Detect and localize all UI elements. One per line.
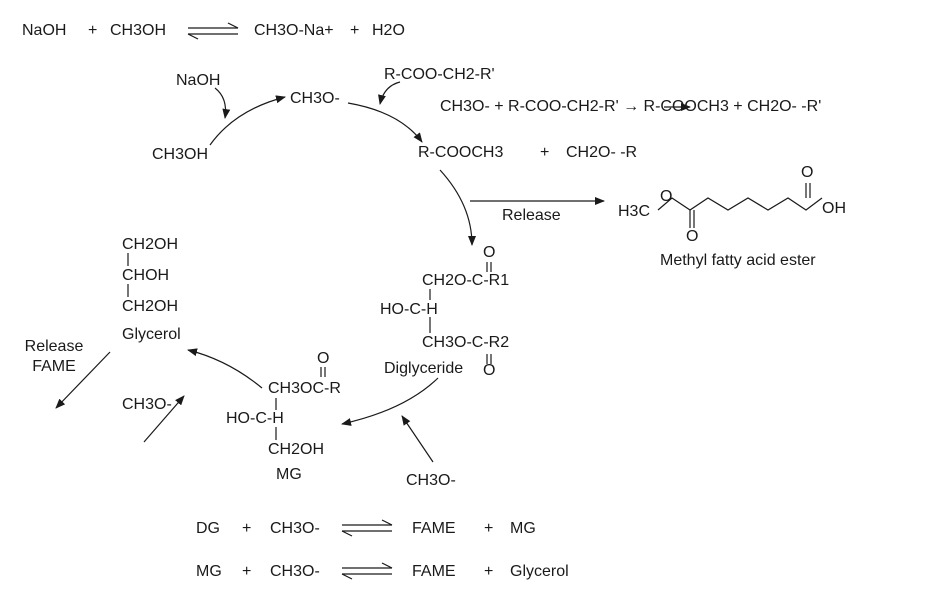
fame-methyl-label: H3C [618, 203, 651, 220]
arrow-ch3oh-to-methoxide [209, 95, 286, 146]
eq1-plus-1: + [88, 22, 98, 39]
eq1-product-sodium-methoxide: CH3O-Na+ [254, 22, 334, 39]
fame-hydroxyl-label: OH [822, 200, 846, 217]
dg-carbonyl-oxygen-bottom: O [483, 362, 496, 379]
equilibrium-arrow-eq3 [341, 562, 393, 580]
eq2-product-mg: MG [510, 520, 536, 537]
mg-carbonyl-oxygen: O [317, 350, 330, 367]
arrow-methoxide-bottom-in [401, 415, 434, 463]
eq2-plus-2: + [484, 520, 494, 537]
arrow-mg-to-glycerol [187, 348, 263, 389]
release-fame-line-1: Release [24, 338, 84, 355]
eq1-reactant-naoh: NaOH [22, 22, 67, 39]
dg-carbonyl-oxygen-top: O [483, 244, 496, 261]
glycerol-row-3: CH2OH [122, 298, 179, 315]
eq3-product-fame: FAME [412, 563, 456, 580]
methoxide-top-label: CH3O- [290, 90, 340, 107]
mg-row-3: CH2OH [268, 441, 325, 458]
mg-row-2: HO-C-H [226, 410, 284, 427]
dg-row-3: CH3O-C-R2 [422, 334, 510, 351]
mg-row-1: CH3OC-R [268, 380, 341, 397]
eq2-product-fame: FAME [412, 520, 456, 537]
eq2-reactant-dg: DG [196, 520, 220, 537]
fame-skeleton [657, 183, 823, 228]
fame-carbonyl-oxygen-2: O [801, 164, 814, 181]
glycerol-row-2: CHOH [122, 267, 170, 284]
mg-name: MG [276, 466, 302, 483]
release-fame-line-2: FAME [32, 358, 76, 375]
arrow-naoh-in [214, 87, 231, 119]
naoh-label: NaOH [176, 72, 221, 89]
glycerol-name: Glycerol [122, 326, 181, 343]
eq2-reactant-methoxide: CH3O- [270, 520, 320, 537]
eq3-reactant-mg: MG [196, 563, 222, 580]
arrow-diglyceride-to-mg [341, 377, 439, 426]
diglyceride-name: Diglyceride [384, 360, 464, 377]
methoxide-left-label: CH3O- [122, 396, 172, 413]
arrow-ester-to-diglyceride [439, 169, 476, 246]
dg-row-1: CH2O-C-R1 [422, 272, 510, 289]
fame-caption: Methyl fatty acid ester [660, 252, 816, 269]
product-ester-label: R-COOCH3 [418, 144, 504, 161]
arrow-release-fame [55, 351, 111, 409]
mg-bonds [275, 367, 326, 440]
ester-reactant-label: R-COO-CH2-R' [384, 66, 495, 83]
fame-carbonyl-oxygen-1: O [686, 228, 699, 245]
eq2-plus-1: + [242, 520, 252, 537]
ch3oh-label: CH3OH [152, 146, 209, 163]
product-plus: + [540, 144, 550, 161]
glycerol-row-1: CH2OH [122, 236, 179, 253]
product-alkoxide-label: CH2O- -R [566, 144, 638, 161]
eq3-plus-2: + [484, 563, 494, 580]
diglyceride-bonds [429, 262, 492, 364]
eq1-product-water: H2O [372, 22, 405, 39]
arrow-ester-in [378, 81, 401, 105]
dg-row-2: HO-C-H [380, 301, 438, 318]
fame-ester-oxygen: O [660, 188, 673, 205]
equilibrium-arrow-eq2 [341, 519, 393, 537]
arrow-methoxide-to-ester [347, 102, 423, 143]
eq1-reactant-methanol: CH3OH [110, 22, 167, 39]
eq3-product-glycerol: Glycerol [510, 563, 569, 580]
release-label: Release [502, 207, 561, 224]
eq3-plus-1: + [242, 563, 252, 580]
equilibrium-arrow-eq1 [187, 22, 239, 40]
eq3-reactant-methoxide: CH3O- [270, 563, 320, 580]
methoxide-bottom-label: CH3O- [406, 472, 456, 489]
reaction-line-text: CH3O- + R-COO-CH2-R' → R-COOCH3 + CH2O- … [440, 98, 822, 115]
arrow-methoxide-left-in [143, 395, 185, 443]
eq1-plus-2: + [350, 22, 360, 39]
